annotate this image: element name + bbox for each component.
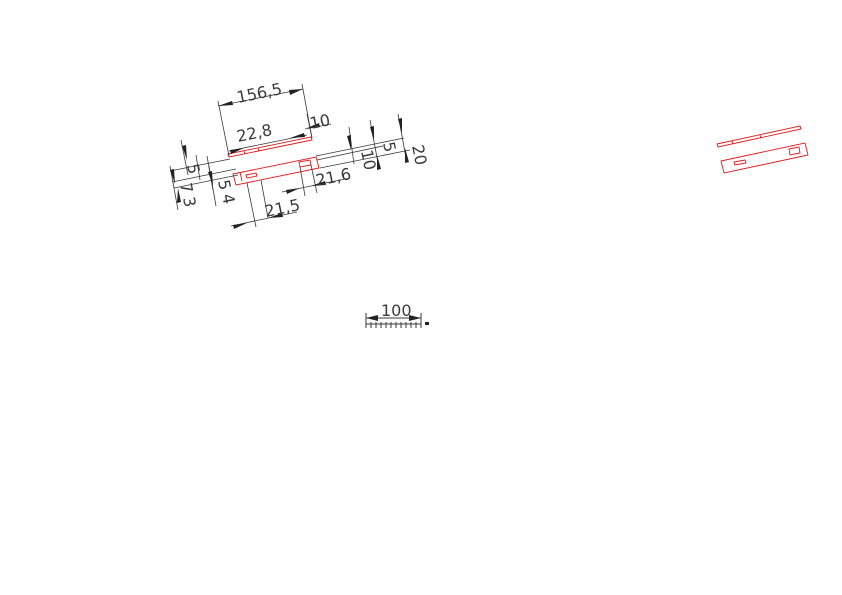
dim-end-length-top: 10 bbox=[304, 110, 332, 133]
lower-plate-part bbox=[232, 156, 320, 186]
slot-left bbox=[245, 172, 258, 179]
dim-left-5-text: 5 bbox=[183, 162, 204, 176]
scale-bar-label: 100 bbox=[381, 301, 412, 320]
dim-mid-stack: 5 4 bbox=[208, 165, 239, 207]
dim-bottom-offset-text: 21,5 bbox=[263, 195, 302, 221]
dim-bottom-offset: 21,5 bbox=[230, 195, 302, 229]
scale-ticks bbox=[365, 322, 429, 328]
dim-end-length-top-text: 10 bbox=[308, 110, 332, 133]
preview-slot-right bbox=[788, 146, 801, 156]
dim-left-3-text: 3 bbox=[179, 195, 200, 209]
dim-right-5-text: 5 bbox=[379, 140, 400, 154]
dim-slot-offset-top-text: 22,8 bbox=[235, 120, 274, 146]
preview-upper-bar bbox=[716, 125, 802, 148]
preview-slot-left bbox=[733, 159, 747, 166]
dim-slot-offset-bottom-text: 21,6 bbox=[314, 164, 353, 190]
scale-bar: 100 bbox=[365, 301, 429, 328]
preview-lower-plate bbox=[720, 142, 809, 174]
dim-left-stack: 5 7 3 bbox=[169, 139, 204, 211]
dim-right-stack: 20 5 10 bbox=[347, 118, 431, 172]
dim-mid-4-text: 4 bbox=[218, 192, 239, 206]
dim-overall-length: 156,5 bbox=[217, 79, 304, 107]
dim-left-7-text: 7 bbox=[176, 181, 197, 195]
dim-overall-length-text: 156,5 bbox=[235, 79, 284, 107]
dim-right-10-text: 10 bbox=[357, 148, 380, 172]
preview-view bbox=[716, 125, 809, 174]
dim-right-20-text: 20 bbox=[408, 143, 431, 167]
dim-mid-5-text: 5 bbox=[214, 178, 235, 192]
dimensioned-view: 156,5 22,8 10 21,6 21,5 bbox=[169, 79, 431, 229]
slot-right bbox=[298, 159, 312, 168]
